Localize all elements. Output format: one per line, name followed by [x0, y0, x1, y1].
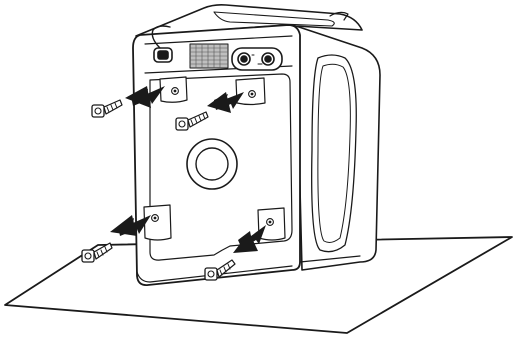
water-inlet-panel — [232, 48, 282, 70]
washer-side-panel — [296, 26, 380, 270]
bolt-recess-top-right — [236, 78, 265, 105]
shipping-bolt-top-left — [92, 100, 122, 117]
bolt-recess-top-left — [160, 77, 187, 102]
vent-grille-icon — [190, 44, 228, 68]
power-connector-icon — [154, 48, 172, 62]
bolt-recess-bottom-left — [144, 205, 171, 240]
drain-port-icon — [187, 139, 237, 189]
